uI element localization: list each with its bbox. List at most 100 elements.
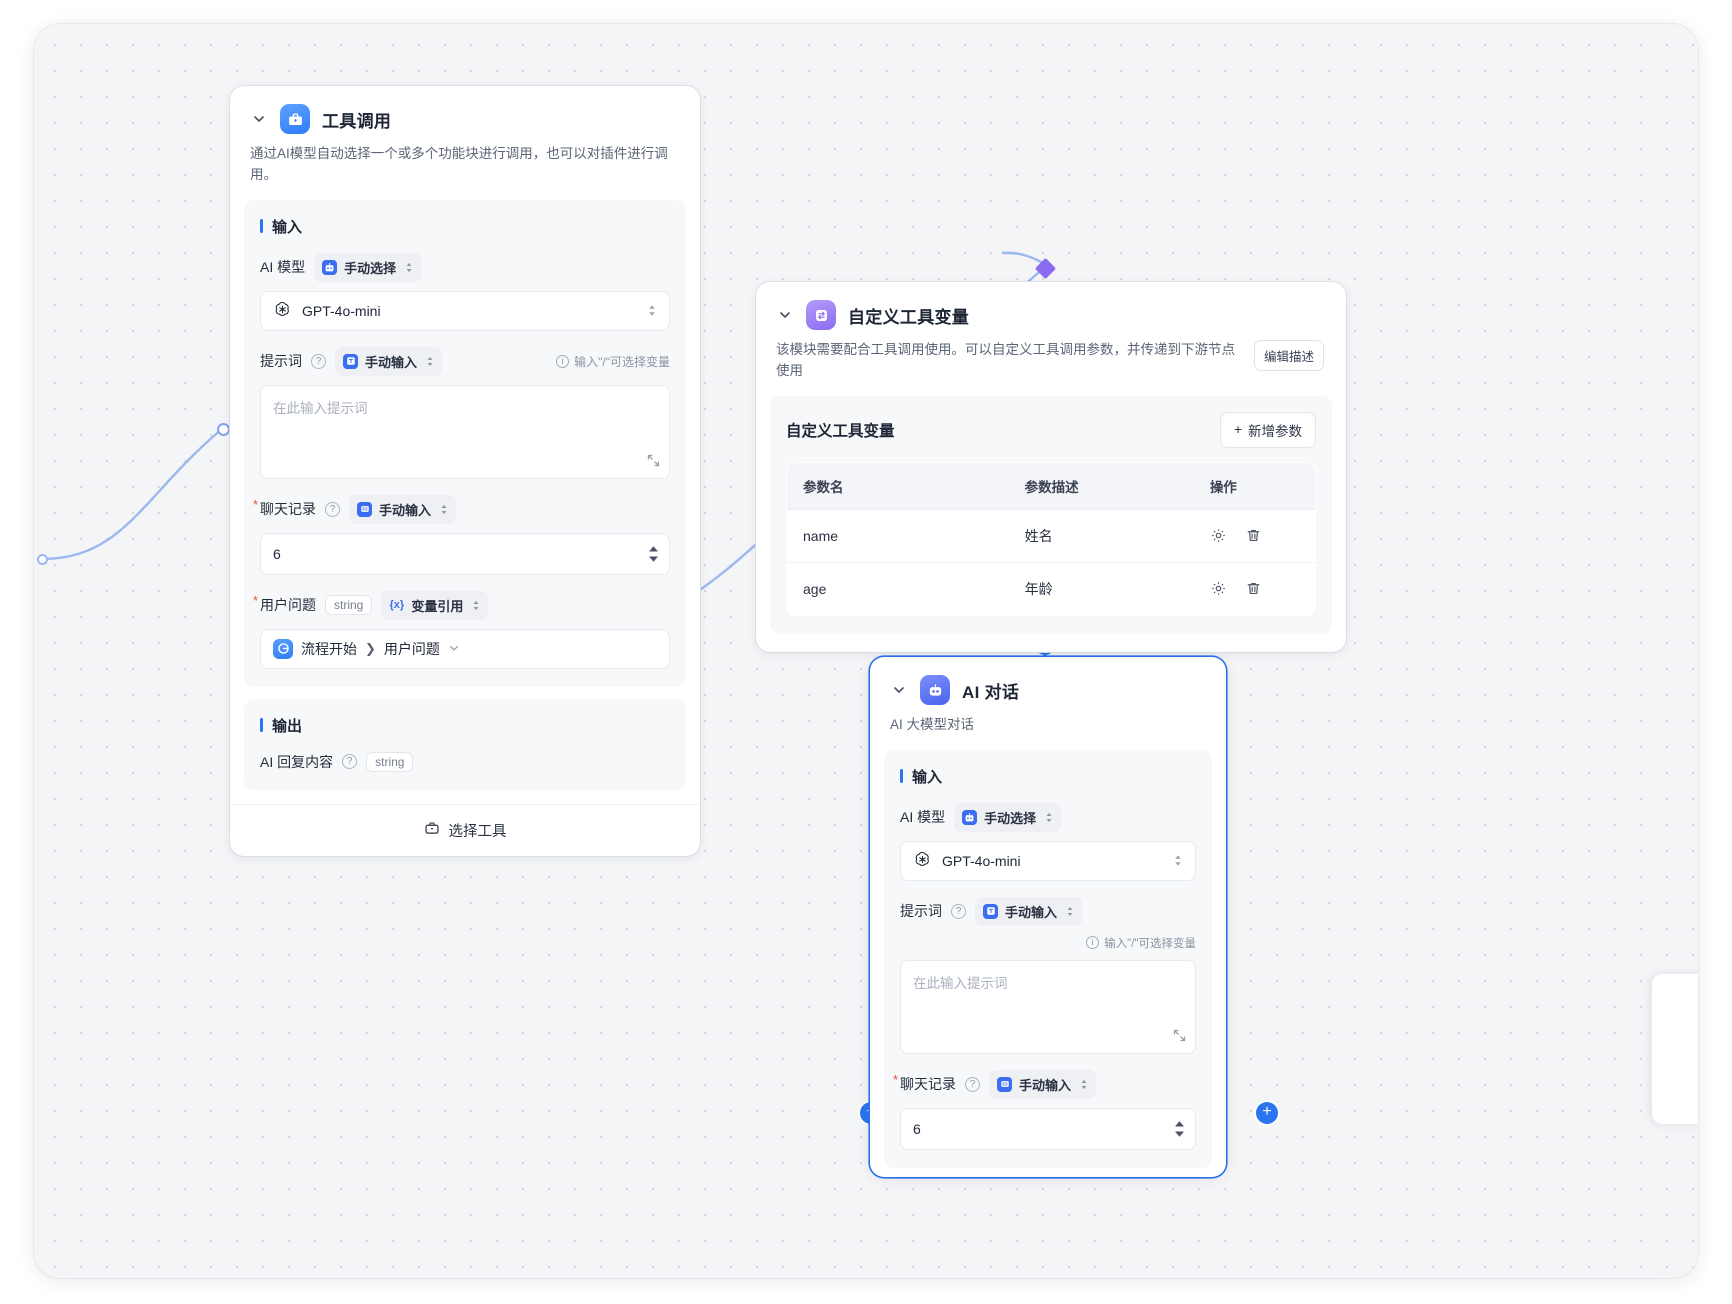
chat-history-mode-select[interactable]: 手动输入 [349, 494, 457, 524]
chevron-updown-icon[interactable] [1173, 854, 1183, 867]
node-tool-call[interactable]: 工具调用 通过AI模型自动选择一个或多个功能块进行调用，也可以对插件进行调用。 … [230, 86, 700, 856]
tool-call-input-section: 输入 AI 模型 手动选择 [244, 199, 686, 687]
right-side-panel[interactable] [1652, 974, 1698, 1124]
ai-chat-description: AI 大模型对话 [890, 717, 975, 732]
table-header-row: 参数名 参数描述 操作 [787, 462, 1315, 510]
prompt-mode-select[interactable]: 手动输入 [975, 896, 1083, 926]
prompt-hint-text: 输入"/"可选择变量 [1104, 937, 1196, 950]
edge-endpoint-left[interactable] [37, 554, 48, 565]
add-parameter-button[interactable]: + 新增参数 [1220, 411, 1316, 448]
ai-model-mode-select[interactable]: 手动选择 [314, 252, 422, 282]
updown-icon [1045, 812, 1053, 823]
workflow-canvas[interactable]: ✕ + + [34, 24, 1698, 1278]
column-param-desc: 参数描述 [1008, 462, 1194, 510]
updown-icon [472, 600, 480, 611]
add-node-right-button[interactable]: + [1256, 1102, 1278, 1124]
prompt-textarea[interactable]: 在此输入提示词 [260, 384, 670, 479]
robot-chat-icon [920, 675, 950, 705]
expand-icon[interactable] [647, 454, 660, 470]
gear-icon[interactable] [1210, 580, 1227, 597]
parameters-table: 参数名 参数描述 操作 name 姓名 [786, 461, 1316, 616]
edit-description-button[interactable]: 编辑描述 [1253, 340, 1324, 371]
trash-icon[interactable] [1245, 580, 1262, 597]
flow-start-icon [273, 638, 293, 659]
select-tool-button[interactable]: 选择工具 [230, 803, 700, 856]
gear-icon[interactable] [1210, 527, 1227, 544]
collapse-chevron-icon[interactable] [890, 681, 908, 699]
ai-model-select[interactable]: GPT-4o-mini [900, 840, 1196, 881]
tool-vars-description: 该模块需要配合工具调用使用。可以自定义工具调用参数，并传递到下游节点使用 编辑描… [776, 340, 1326, 382]
device-bezel: ✕ + + [34, 24, 1698, 1278]
param-desc-cell: 年龄 [1008, 562, 1194, 615]
tool-call-output-section: 输出 AI 回复内容 ? string [244, 698, 686, 790]
reference-field-name: 用户问题 [383, 640, 440, 657]
user-question-mode-select[interactable]: {x} 变量引用 [381, 590, 489, 620]
node-ai-chat[interactable]: AI 对话 AI 大模型对话 输入 AI 模型 [870, 657, 1226, 1177]
output-type-tag: string [366, 751, 414, 772]
output-field-row: AI 回复内容 ? string [260, 751, 670, 772]
ai-model-label: AI 模型 [900, 809, 946, 826]
tool-call-description: 通过AI模型自动选择一个或多个功能块进行调用，也可以对插件进行调用。 [250, 146, 668, 182]
field-chat-history: 聊天记录 ? 手动输入 [893, 1069, 1196, 1150]
param-name-cell: age [787, 562, 1009, 615]
plus-icon: + [1234, 422, 1242, 438]
ai-chat-title: AI 对话 [962, 682, 1020, 702]
expand-icon[interactable] [1173, 1029, 1186, 1045]
user-question-type-tag: string [325, 595, 373, 616]
number-stepper[interactable] [1174, 1120, 1185, 1137]
updown-icon [1080, 1079, 1088, 1090]
help-icon[interactable]: ? [951, 903, 966, 919]
ai-model-mode-label: 手动选择 [984, 810, 1037, 826]
prompt-mode-select[interactable]: 手动输入 [335, 346, 443, 376]
updown-icon [405, 262, 413, 273]
chat-history-mode-label: 手动输入 [1019, 1077, 1072, 1093]
trash-icon[interactable] [1245, 527, 1262, 544]
tool-vars-panel: 自定义工具变量 + 新增参数 参数名 参数描述 操作 [770, 395, 1332, 634]
ai-chat-header: AI 对话 AI 大模型对话 [870, 657, 1226, 736]
ai-model-value: GPT-4o-mini [302, 302, 381, 319]
chat-history-mode-select[interactable]: 手动输入 [989, 1069, 1097, 1099]
ai-model-mode-select[interactable]: 手动选择 [954, 802, 1062, 832]
tool-vars-panel-header: 自定义工具变量 + 新增参数 [786, 411, 1316, 448]
chevron-updown-icon[interactable] [647, 304, 657, 317]
ai-model-label: AI 模型 [260, 259, 306, 276]
help-icon[interactable]: ? [342, 754, 358, 770]
help-icon[interactable]: ? [311, 353, 326, 369]
diamond-vars-top[interactable] [1034, 257, 1057, 280]
user-question-label: 用户问题 [253, 593, 316, 615]
node-custom-tool-vars[interactable]: 自定义工具变量 该模块需要配合工具调用使用。可以自定义工具调用参数，并传递到下游… [756, 282, 1346, 652]
chevron-down-icon[interactable] [448, 641, 460, 657]
chat-history-number-input[interactable]: 6 [260, 532, 670, 575]
robot-icon [962, 809, 978, 825]
tool-vars-panel-title: 自定义工具变量 [786, 422, 895, 440]
user-question-reference-select[interactable]: 流程开始 ❯ 用户问题 [260, 628, 670, 669]
info-icon: i [556, 354, 570, 368]
chat-history-number-input[interactable]: 6 [900, 1107, 1196, 1150]
field-user-question: 用户问题 string {x} 变量引用 [253, 590, 670, 669]
collapse-chevron-icon[interactable] [250, 110, 268, 128]
handle-tool-call-input[interactable] [217, 423, 230, 436]
collapse-chevron-icon[interactable] [776, 306, 794, 324]
updown-icon [426, 356, 434, 367]
text-input-icon [983, 903, 998, 919]
field-prompt: 提示词 ? 手动输入 [900, 896, 1196, 1054]
prompt-label: 提示词 [260, 353, 302, 370]
help-icon[interactable]: ? [965, 1076, 980, 1092]
output-section-title: 输出 [260, 715, 670, 736]
chat-history-mode-label: 手动输入 [379, 502, 432, 518]
ai-model-value: GPT-4o-mini [942, 852, 1021, 869]
chat-history-value: 6 [273, 545, 281, 562]
number-stepper[interactable] [648, 545, 659, 562]
prompt-textarea[interactable]: 在此输入提示词 [900, 959, 1196, 1054]
updown-icon [440, 504, 448, 515]
table-row[interactable]: age 年龄 [787, 562, 1315, 615]
toolbox-icon [280, 104, 310, 134]
table-row[interactable]: name 姓名 [787, 509, 1315, 563]
input-section-title: 输入 [260, 216, 670, 237]
field-chat-history: 聊天记录 ? 手动输入 [253, 494, 670, 575]
prompt-mode-label: 手动输入 [365, 354, 418, 370]
info-icon: i [1086, 936, 1100, 950]
help-icon[interactable]: ? [325, 501, 340, 517]
ai-model-select[interactable]: GPT-4o-mini [260, 290, 670, 331]
